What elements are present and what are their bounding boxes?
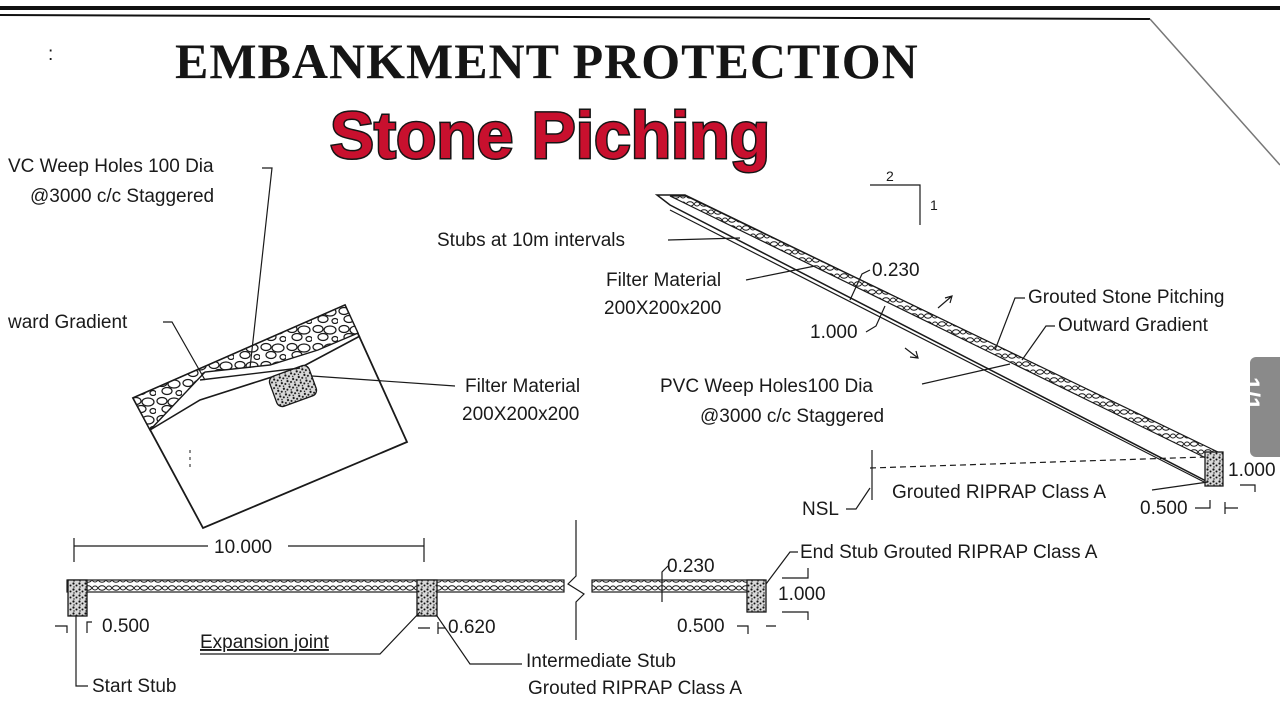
slope-view: 2 1 Stubs at 10m intervals Filter Materi… [437,168,1276,520]
toe-width-label: 0.500 [1140,498,1188,519]
slope-filter-label-2: 200X200x200 [604,298,721,319]
joint-width-ticks [418,622,445,634]
slope-depth-label: 1.000 [810,322,858,343]
grouted-pitching-leader [994,297,1025,351]
page-edge-shadow [1149,18,1280,166]
nsl-ground-line [869,456,1206,469]
section-gradient-leader [163,321,206,381]
slab-left [66,579,565,593]
sheet-top-border-inner [0,14,1151,20]
span-label-bg [208,534,288,558]
slope-filter-leader [745,265,816,281]
page-subtitle: Stone Piching [330,98,770,172]
end-depth-ticks [782,568,809,620]
outward-gradient-label: Outward Gradient [1058,315,1209,336]
section-weep-holes-label-2: @3000 c/c Staggered [30,186,214,207]
slope-filter-label-1: Filter Material [606,270,721,291]
slope-weep-leader [921,363,1011,385]
end-stub-label: End Stub Grouted RIPRAP Class A [800,542,1098,563]
slope-underside [669,209,1211,486]
start-stub-leader [75,616,88,687]
start-stub [67,579,88,617]
gradient-arrow-upper [937,295,953,309]
slope-ratio-v: 1 [930,197,938,213]
page-indicator-tab[interactable]: 1/1 [1237,357,1280,457]
intermediate-label-2: Grouted RIPRAP Class A [528,678,742,699]
right-thickness-leader [661,565,669,602]
section-weep-pipe [199,367,301,381]
section-pebble-layer [132,304,359,432]
page-indicator-label: 1/1 [1237,377,1264,411]
end-width-label: 0.500 [677,616,725,637]
slope-weep-holes-label-1: PVC Weep Holes100 Dia [660,376,873,397]
intermediate-stub [416,579,438,617]
page-title: EMBANKMENT PROTECTION [175,33,919,89]
section-filter-label-1: Filter Material [465,376,580,397]
grouted-pitching-label: Grouted Stone Pitching [1028,287,1224,308]
slope-riprap-leader [1151,481,1209,491]
slope-ratio-h: 2 [886,168,894,184]
end-stub-leader [765,551,798,585]
section-weep-holes-label-1: VC Weep Holes 100 Dia [8,156,214,177]
section-filter-leader [311,375,456,387]
slope-riprap-label: Grouted RIPRAP Class A [892,482,1106,503]
section-pebble-bottom [149,335,361,431]
section-filter-label-2: 200X200x200 [462,404,579,425]
start-width-label: 0.500 [102,616,150,637]
stubs-leader [667,237,741,241]
section-gradient-label: ward Gradient [7,312,128,333]
slope-ratio-mark [870,184,921,225]
intermediate-leader [436,615,522,665]
outward-gradient-leader [1021,325,1055,361]
toe-depth-label: 1.000 [1228,460,1276,481]
slope-depth-leader [865,305,886,333]
toe-width-ticks [1195,500,1238,514]
stubs-label: Stubs at 10m intervals [437,230,625,251]
end-stub [746,579,767,613]
toe-depth-tick [1240,484,1256,492]
section-filter-block [268,364,318,408]
nsl-leader [846,487,871,510]
stray-mark: : [48,44,53,65]
end-width-ticks [737,625,776,634]
slope-body [654,194,1223,484]
slope-toe-stub [1204,451,1224,487]
slab-right [591,579,765,593]
nsl-label: NSL [802,499,839,520]
break-line [567,520,585,640]
gradient-arrow-lower [904,347,919,359]
joint-width-label: 0.620 [448,617,496,638]
span-label: 10.000 [214,537,272,558]
section-detail: VC Weep Holes 100 Dia @3000 c/c Staggere… [7,156,580,530]
longitudinal-view: 10.000 0.500 Start Stub Expansion joint … [55,520,1098,699]
start-stub-label: Start Stub [92,676,177,697]
right-thickness-label: 0.230 [667,556,715,577]
intermediate-label-1: Intermediate Stub [526,651,676,672]
slope-thickness-label: 0.230 [872,260,920,281]
expansion-joint-leader [200,611,421,655]
slope-thickness-leader [849,269,871,301]
section-weep-leader [249,167,273,369]
slope-weep-holes-label-2: @3000 c/c Staggered [700,406,884,427]
expansion-joint-label: Expansion joint [200,632,330,653]
end-depth-label: 1.000 [778,584,826,605]
start-width-ticks [55,621,92,633]
